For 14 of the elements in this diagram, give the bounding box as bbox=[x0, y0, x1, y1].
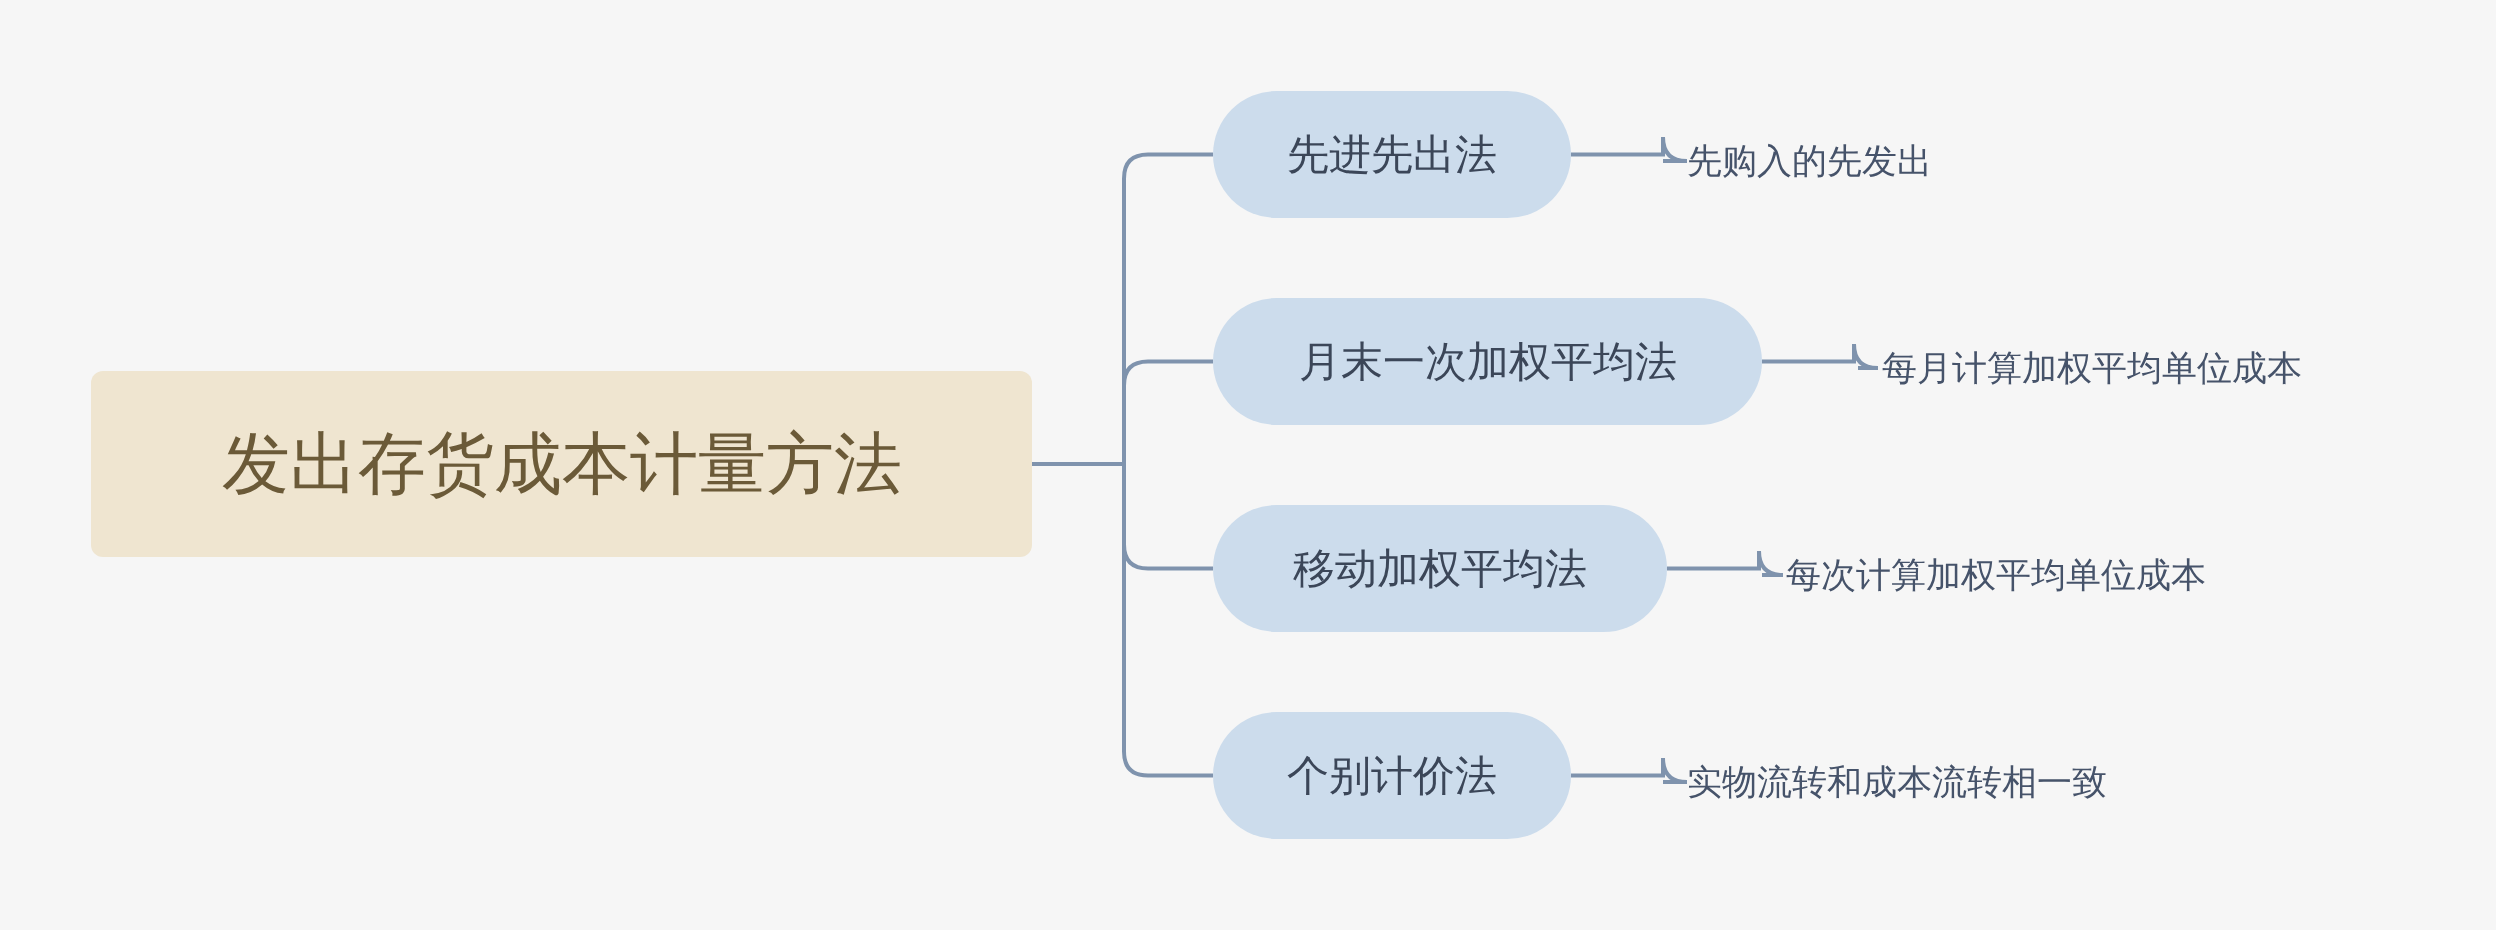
connector-line bbox=[1571, 135, 1689, 163]
leaf-text: 实物流转和成本流转相一致 bbox=[1663, 752, 2107, 812]
connector-line bbox=[1032, 462, 1213, 778]
branch-pill: 先进先出法 bbox=[1213, 91, 1571, 218]
leaf-text: 每月计算加权平均单位成本 bbox=[1858, 338, 2302, 398]
branch-pill: 个别计价法 bbox=[1213, 712, 1571, 839]
branch-pill: 移动加权平均法 bbox=[1213, 505, 1667, 632]
root-box: 发出存货成本计量方法 bbox=[91, 371, 1032, 557]
leaf-text: 先购入的先发出 bbox=[1663, 131, 1932, 191]
connector-line bbox=[1571, 756, 1689, 784]
leaf-text: 每次计算加权平均单位成本 bbox=[1762, 545, 2206, 605]
connector-line bbox=[1667, 549, 1785, 577]
branch-pill: 月末一次加权平均法 bbox=[1213, 298, 1762, 425]
connector-line bbox=[1762, 342, 1880, 370]
